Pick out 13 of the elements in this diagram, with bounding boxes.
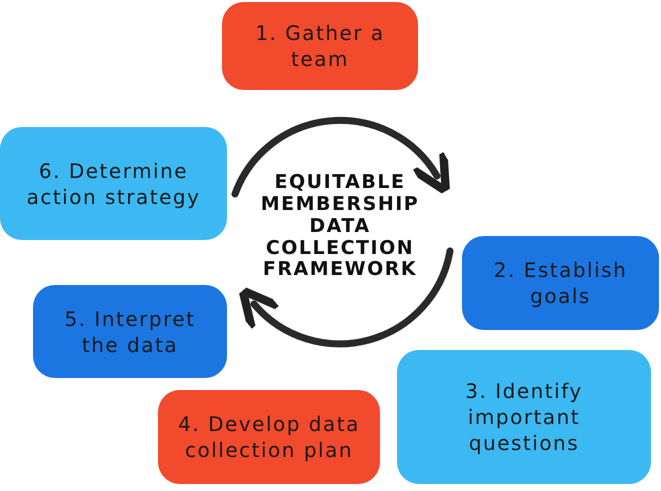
step-box	[158, 390, 380, 484]
step-box	[397, 350, 651, 484]
framework-title: EQUITABLE MEMBERSHIP DATA COLLECTION FRAMEWORK	[260, 172, 420, 282]
step-box	[0, 127, 227, 240]
step-label: 4. Develop data collection plan	[177, 411, 361, 463]
step-box	[222, 2, 418, 90]
step-label: 3. Identify important questions	[464, 378, 584, 456]
step-label: 1. Gather a team	[254, 20, 386, 72]
step-box	[33, 285, 227, 378]
step-label: 6. Determine action strategy	[26, 158, 202, 210]
step-label: 2. Establish goals	[492, 257, 628, 309]
step-label: 5. Interpret the data	[63, 306, 196, 358]
step-box	[462, 236, 659, 330]
